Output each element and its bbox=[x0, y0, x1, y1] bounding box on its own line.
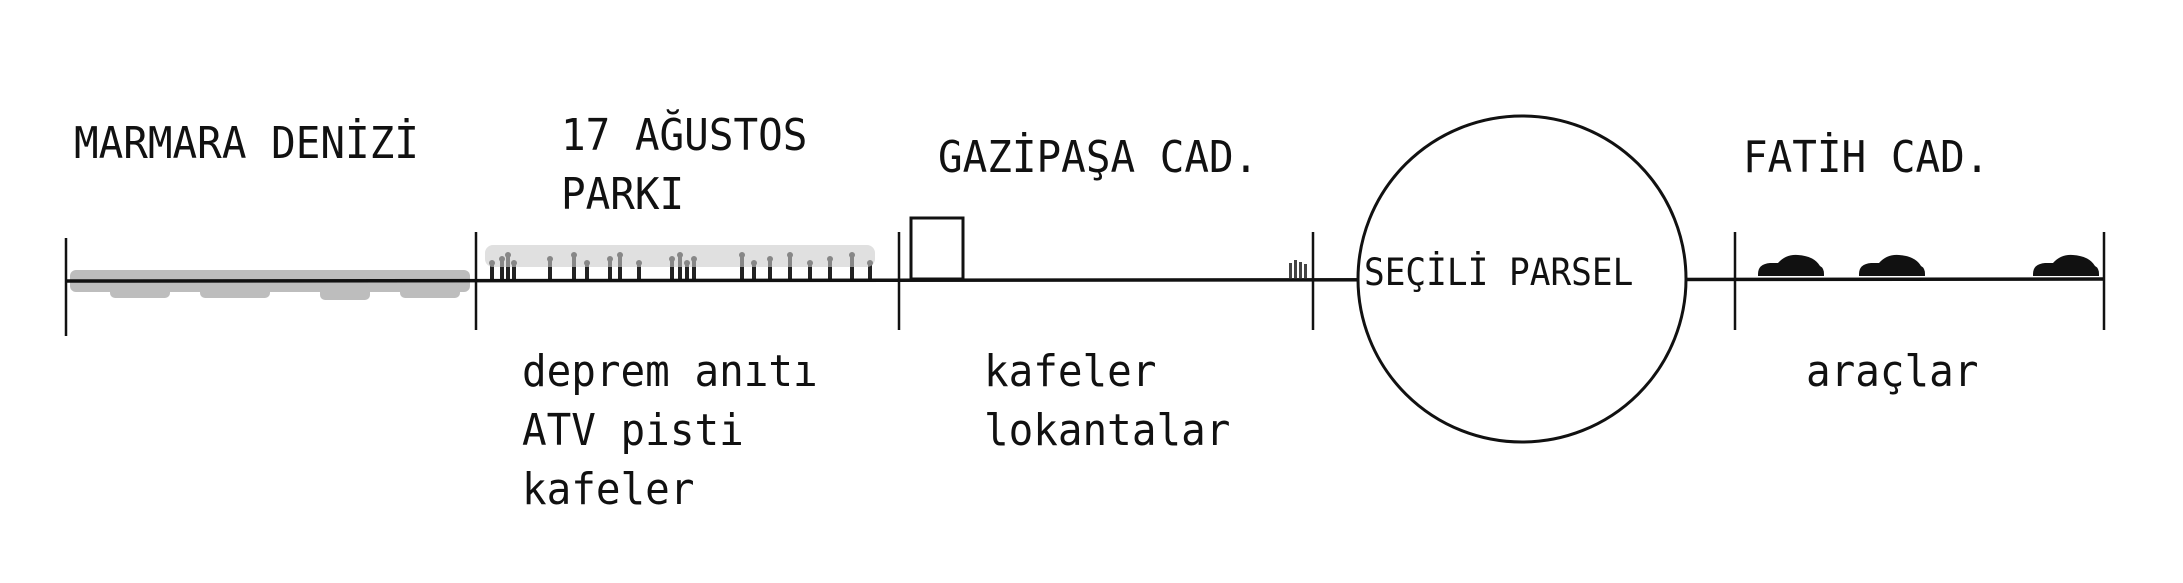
selected-parcel-label: SEÇİLİ PARSEL bbox=[1364, 251, 1634, 294]
person-icon bbox=[768, 261, 772, 279]
selected-parcel-circle bbox=[1356, 114, 1688, 444]
person-icon bbox=[670, 261, 674, 279]
zone-title-marmara-denizi: MARMARA DENİZİ bbox=[74, 118, 419, 169]
gazipasa-feature: kafeler bbox=[984, 346, 1157, 397]
person-icon bbox=[500, 261, 504, 279]
park-feature: kafeler bbox=[522, 464, 695, 515]
person-icon bbox=[618, 257, 622, 279]
person-icon bbox=[808, 265, 812, 279]
person-icon bbox=[740, 257, 744, 279]
person-icon bbox=[572, 257, 576, 279]
person-icon bbox=[608, 261, 612, 279]
gazipasa-feature: lokantalar bbox=[984, 405, 1231, 456]
zone-title-fatih: FATİH CAD. bbox=[1743, 132, 1990, 183]
person-icon bbox=[637, 265, 641, 279]
person-icon bbox=[788, 257, 792, 279]
person-icon bbox=[752, 265, 756, 279]
zone-title-gazipasa: GAZİPAŞA CAD. bbox=[938, 132, 1259, 183]
park-feature: deprem anıtı bbox=[522, 346, 818, 397]
person-icon bbox=[585, 265, 589, 279]
person-icon bbox=[506, 257, 510, 279]
person-icon bbox=[828, 261, 832, 279]
car-icons bbox=[1758, 254, 2099, 276]
person-icon bbox=[490, 265, 494, 279]
person-icon bbox=[548, 261, 552, 279]
person-icon bbox=[692, 261, 696, 279]
fatih-feature: araçlar bbox=[1806, 346, 1979, 397]
building-icon bbox=[909, 216, 965, 281]
person-icon bbox=[512, 265, 516, 279]
car-icon bbox=[2033, 254, 2099, 276]
person-icon bbox=[685, 265, 689, 279]
sea-texture bbox=[70, 270, 470, 300]
people-group-icon bbox=[1289, 260, 1307, 278]
car-icon bbox=[1859, 254, 1925, 276]
park-feature: ATV pisti bbox=[522, 405, 744, 456]
person-icon bbox=[868, 265, 872, 279]
zone-title-park-line2: PARKI bbox=[561, 169, 685, 220]
person-icon bbox=[850, 257, 854, 279]
park-trees-texture bbox=[485, 245, 875, 267]
zone-title-park-line1: 17 AĞUSTOS bbox=[561, 110, 808, 161]
car-icon bbox=[1758, 254, 1824, 276]
zone-dividers bbox=[64, 232, 2106, 336]
person-icon bbox=[678, 257, 682, 279]
section-baseline bbox=[65, 277, 2105, 283]
